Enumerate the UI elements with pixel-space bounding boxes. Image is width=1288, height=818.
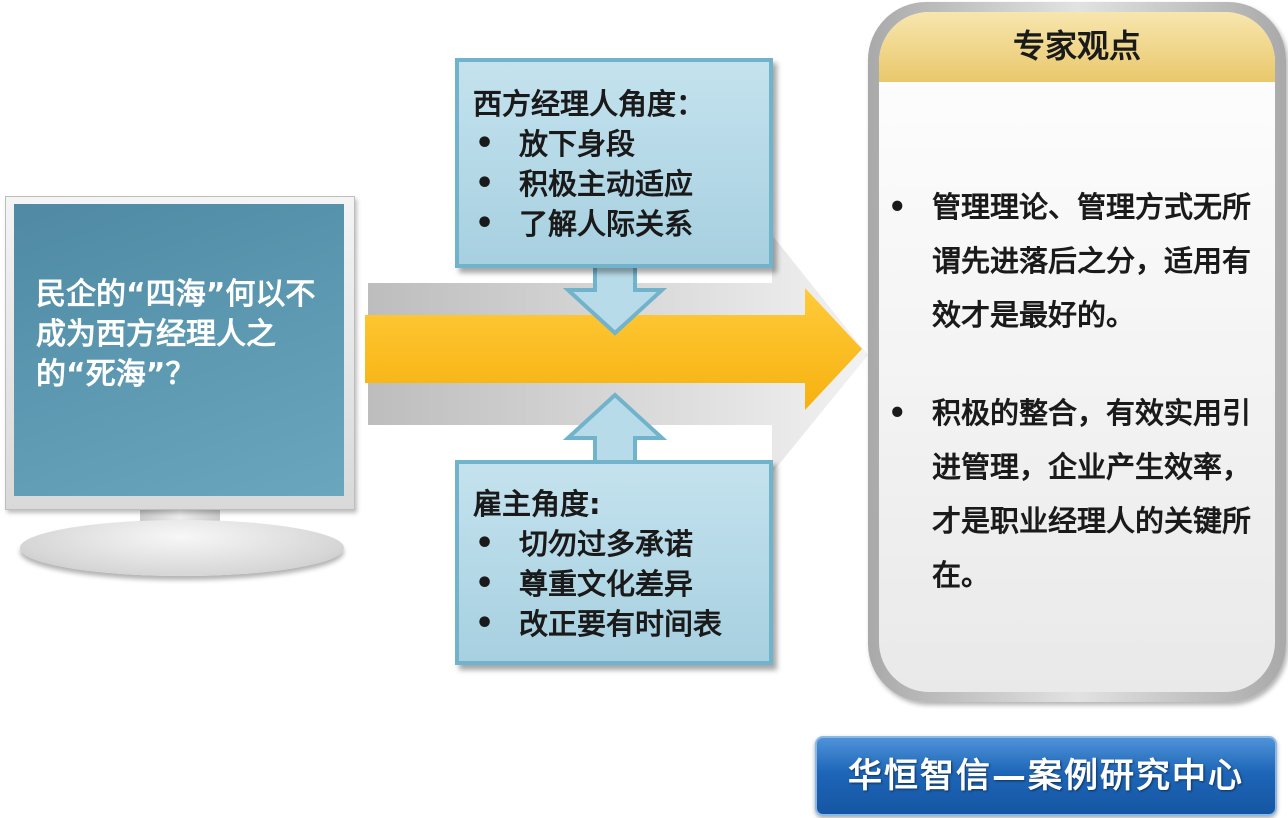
monitor-base: [20, 520, 344, 576]
expert-point: 管理理论、管理方式无所谓先进落后之分，适用有效才是最好的。: [882, 180, 1274, 342]
manager-perspective-box: 西方经理人角度： 放下身段 积极主动适应 了解人际关系: [455, 58, 773, 268]
monitor-screen: [14, 204, 344, 496]
list-item: 改正要有时间表: [473, 604, 722, 644]
expert-point: 积极的整合，有效实用引进管理，企业产生效率，才是职业经理人的关键所在。: [882, 386, 1274, 602]
question-text: 民企的“四海”何以不成为西方经理人之的“死海”？: [36, 277, 316, 392]
footer-badge: [815, 736, 1277, 816]
footer-text: 华恒智信—案例研究中心: [848, 756, 1244, 796]
employer-box-list: 切勿过多承诺 尊重文化差异 改正要有时间表: [473, 524, 722, 644]
list-item: 切勿过多承诺: [473, 524, 722, 564]
employer-box-title: 雇主角度:: [473, 487, 601, 521]
manager-box-title: 西方经理人角度：: [473, 87, 706, 121]
employer-perspective-box: 雇主角度: 切勿过多承诺 尊重文化差异 改正要有时间表: [455, 460, 773, 665]
list-item: 尊重文化差异: [473, 564, 722, 604]
expert-points-list: 管理理论、管理方式无所谓先进落后之分，适用有效才是最好的。 积极的整合，有效实用…: [882, 180, 1274, 646]
list-item: 放下身段: [473, 124, 705, 164]
list-item: 积极主动适应: [473, 164, 705, 204]
yellow-arrow-shape: [365, 288, 862, 410]
manager-box-list: 放下身段 积极主动适应 了解人际关系: [473, 124, 705, 244]
expert-panel-title: 专家观点: [879, 12, 1275, 82]
list-item: 了解人际关系: [473, 204, 705, 244]
